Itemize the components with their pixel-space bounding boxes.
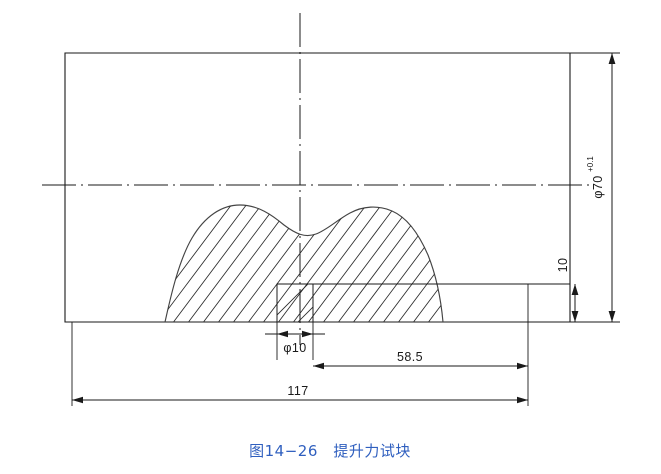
- dimension-label-10: 10: [556, 258, 570, 273]
- dimension-label-117: 117: [287, 384, 308, 398]
- block-outline: [64, 52, 571, 323]
- dimension-tolerance-phi70: +0.1: [586, 156, 595, 172]
- hole-hatching: [277, 284, 313, 322]
- figure-caption: 图14−26 提升力试块: [249, 442, 411, 460]
- dimension-label-phi70: φ70: [591, 175, 605, 198]
- dimension-117: 117: [71, 322, 529, 406]
- section-hatching: [165, 205, 443, 322]
- dimension-phi70: φ70 +0.1: [570, 52, 620, 323]
- dimension-label-phi10: φ10: [283, 341, 306, 355]
- dimension-58-5: 58.5: [313, 284, 529, 372]
- hole-section-box: [276, 283, 314, 360]
- dimension-label-58-5: 58.5: [397, 350, 423, 364]
- dimension-phi10: φ10: [265, 330, 325, 355]
- hatched-profile: [164, 204, 444, 323]
- dimension-height-10: 10: [556, 258, 579, 322]
